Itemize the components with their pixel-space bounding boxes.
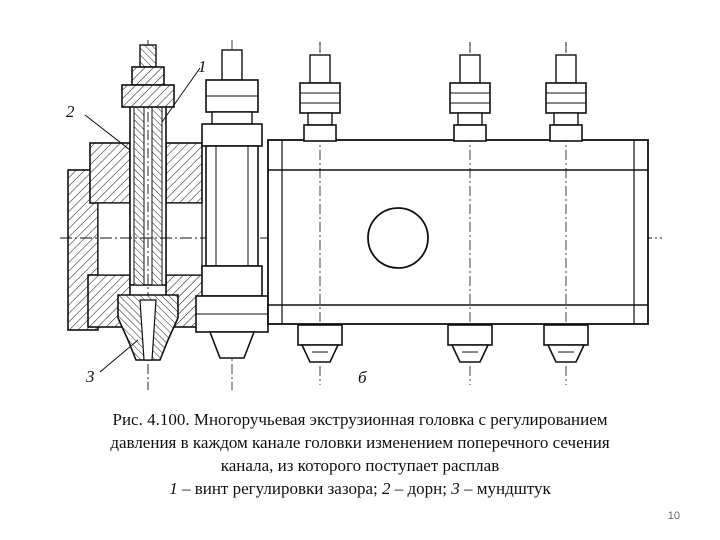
screw-unit-side [195, 40, 269, 390]
label-b: б [358, 368, 367, 387]
page-number: 10 [667, 510, 680, 522]
legend-num-2: 2 [382, 479, 391, 498]
legend-text-1: – винт регулировки зазора; [177, 479, 382, 498]
legend-num-1: 1 [169, 479, 178, 498]
leader-lines [84, 67, 201, 373]
label-1: 1 [198, 57, 207, 76]
caption-line-3: канала, из которого поступает расплав [220, 456, 500, 475]
label-2: 2 [66, 102, 75, 121]
extrusion-head-drawing: 1 2 3 б [60, 40, 662, 390]
legend-num-3: 3 [451, 479, 460, 498]
section-view [60, 40, 662, 390]
screw-unit-3 [447, 41, 493, 385]
figure-caption: Рис. 4.100. Многоручьевая экструзионная … [40, 408, 680, 500]
caption-line-1: Рис. 4.100. Многоручьевая экструзионная … [112, 410, 608, 429]
label-3: 3 [85, 367, 95, 386]
legend-text-3: – мундштук [459, 479, 551, 498]
caption-legend: 1 – винт регулировки зазора; 2 – дорн; 3… [40, 477, 680, 500]
screw-unit-2 [297, 41, 343, 385]
legend-text-2: – дорн; [390, 479, 452, 498]
screw-unit-4 [543, 41, 589, 385]
caption-line-2: давления в каждом канале головки изменен… [110, 433, 610, 452]
head-body [267, 139, 649, 325]
